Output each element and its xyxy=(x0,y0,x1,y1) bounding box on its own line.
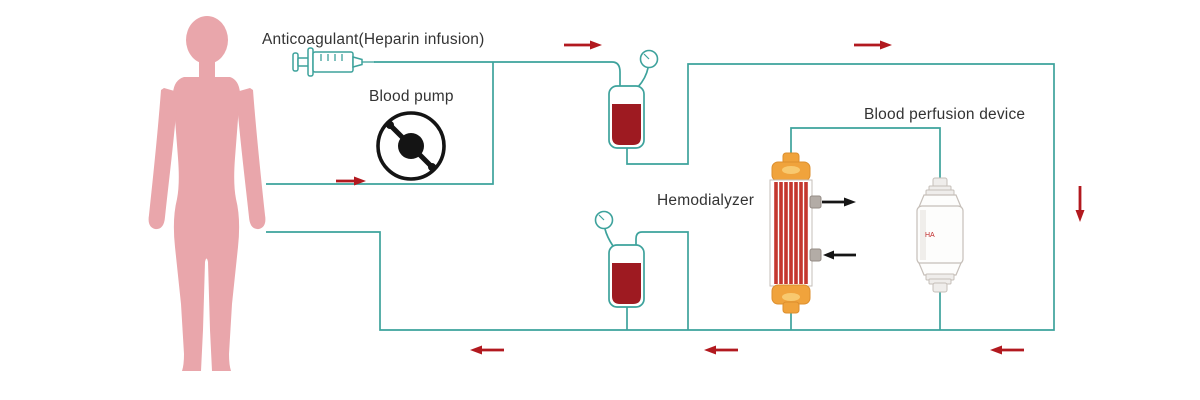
flow-arrow-right-top-2 xyxy=(854,40,892,50)
label-hemodialyzer: Hemodialyzer xyxy=(657,192,755,209)
flow-arrow-down-right xyxy=(1075,186,1085,222)
blood-perfusion-device: HA xyxy=(916,177,964,293)
dialysate-in-arrow xyxy=(823,250,856,260)
flow-arrow-right-top-1 xyxy=(564,40,602,50)
dialysate-out-arrow xyxy=(822,197,856,207)
arterial-drip-chamber xyxy=(608,49,659,149)
venous-chamber-inlet xyxy=(635,231,689,330)
flow-arrow-right-arterial xyxy=(336,176,366,186)
label-anticoagulant: Anticoagulant(Heparin infusion) xyxy=(262,31,485,48)
perfusion-device-logo: HA xyxy=(925,232,935,239)
dialysate-port-in xyxy=(809,248,822,262)
flow-arrow-left-bottom-1 xyxy=(470,345,504,355)
hemodialyzer-device xyxy=(769,152,822,314)
patient-silhouette xyxy=(148,16,266,371)
heparin-line xyxy=(374,61,621,86)
arterial-line xyxy=(266,62,494,185)
device-link-line xyxy=(790,127,941,184)
label-blood-perfusion-device: Blood perfusion device xyxy=(864,106,1026,123)
dialysate-port-out xyxy=(809,195,822,209)
flow-arrow-left-bottom-3 xyxy=(990,345,1024,355)
gauge-stem-bottom xyxy=(604,228,614,247)
tubing-lines xyxy=(266,61,1055,331)
gauge-stem-top xyxy=(637,67,649,88)
heparin-syringe-icon xyxy=(292,47,375,77)
blood-pump-icon xyxy=(376,111,446,181)
main-circuit-line xyxy=(266,63,1055,331)
venous-drip-chamber xyxy=(594,210,645,308)
label-blood-pump: Blood pump xyxy=(369,88,454,105)
flow-arrow-left-bottom-2 xyxy=(704,345,738,355)
